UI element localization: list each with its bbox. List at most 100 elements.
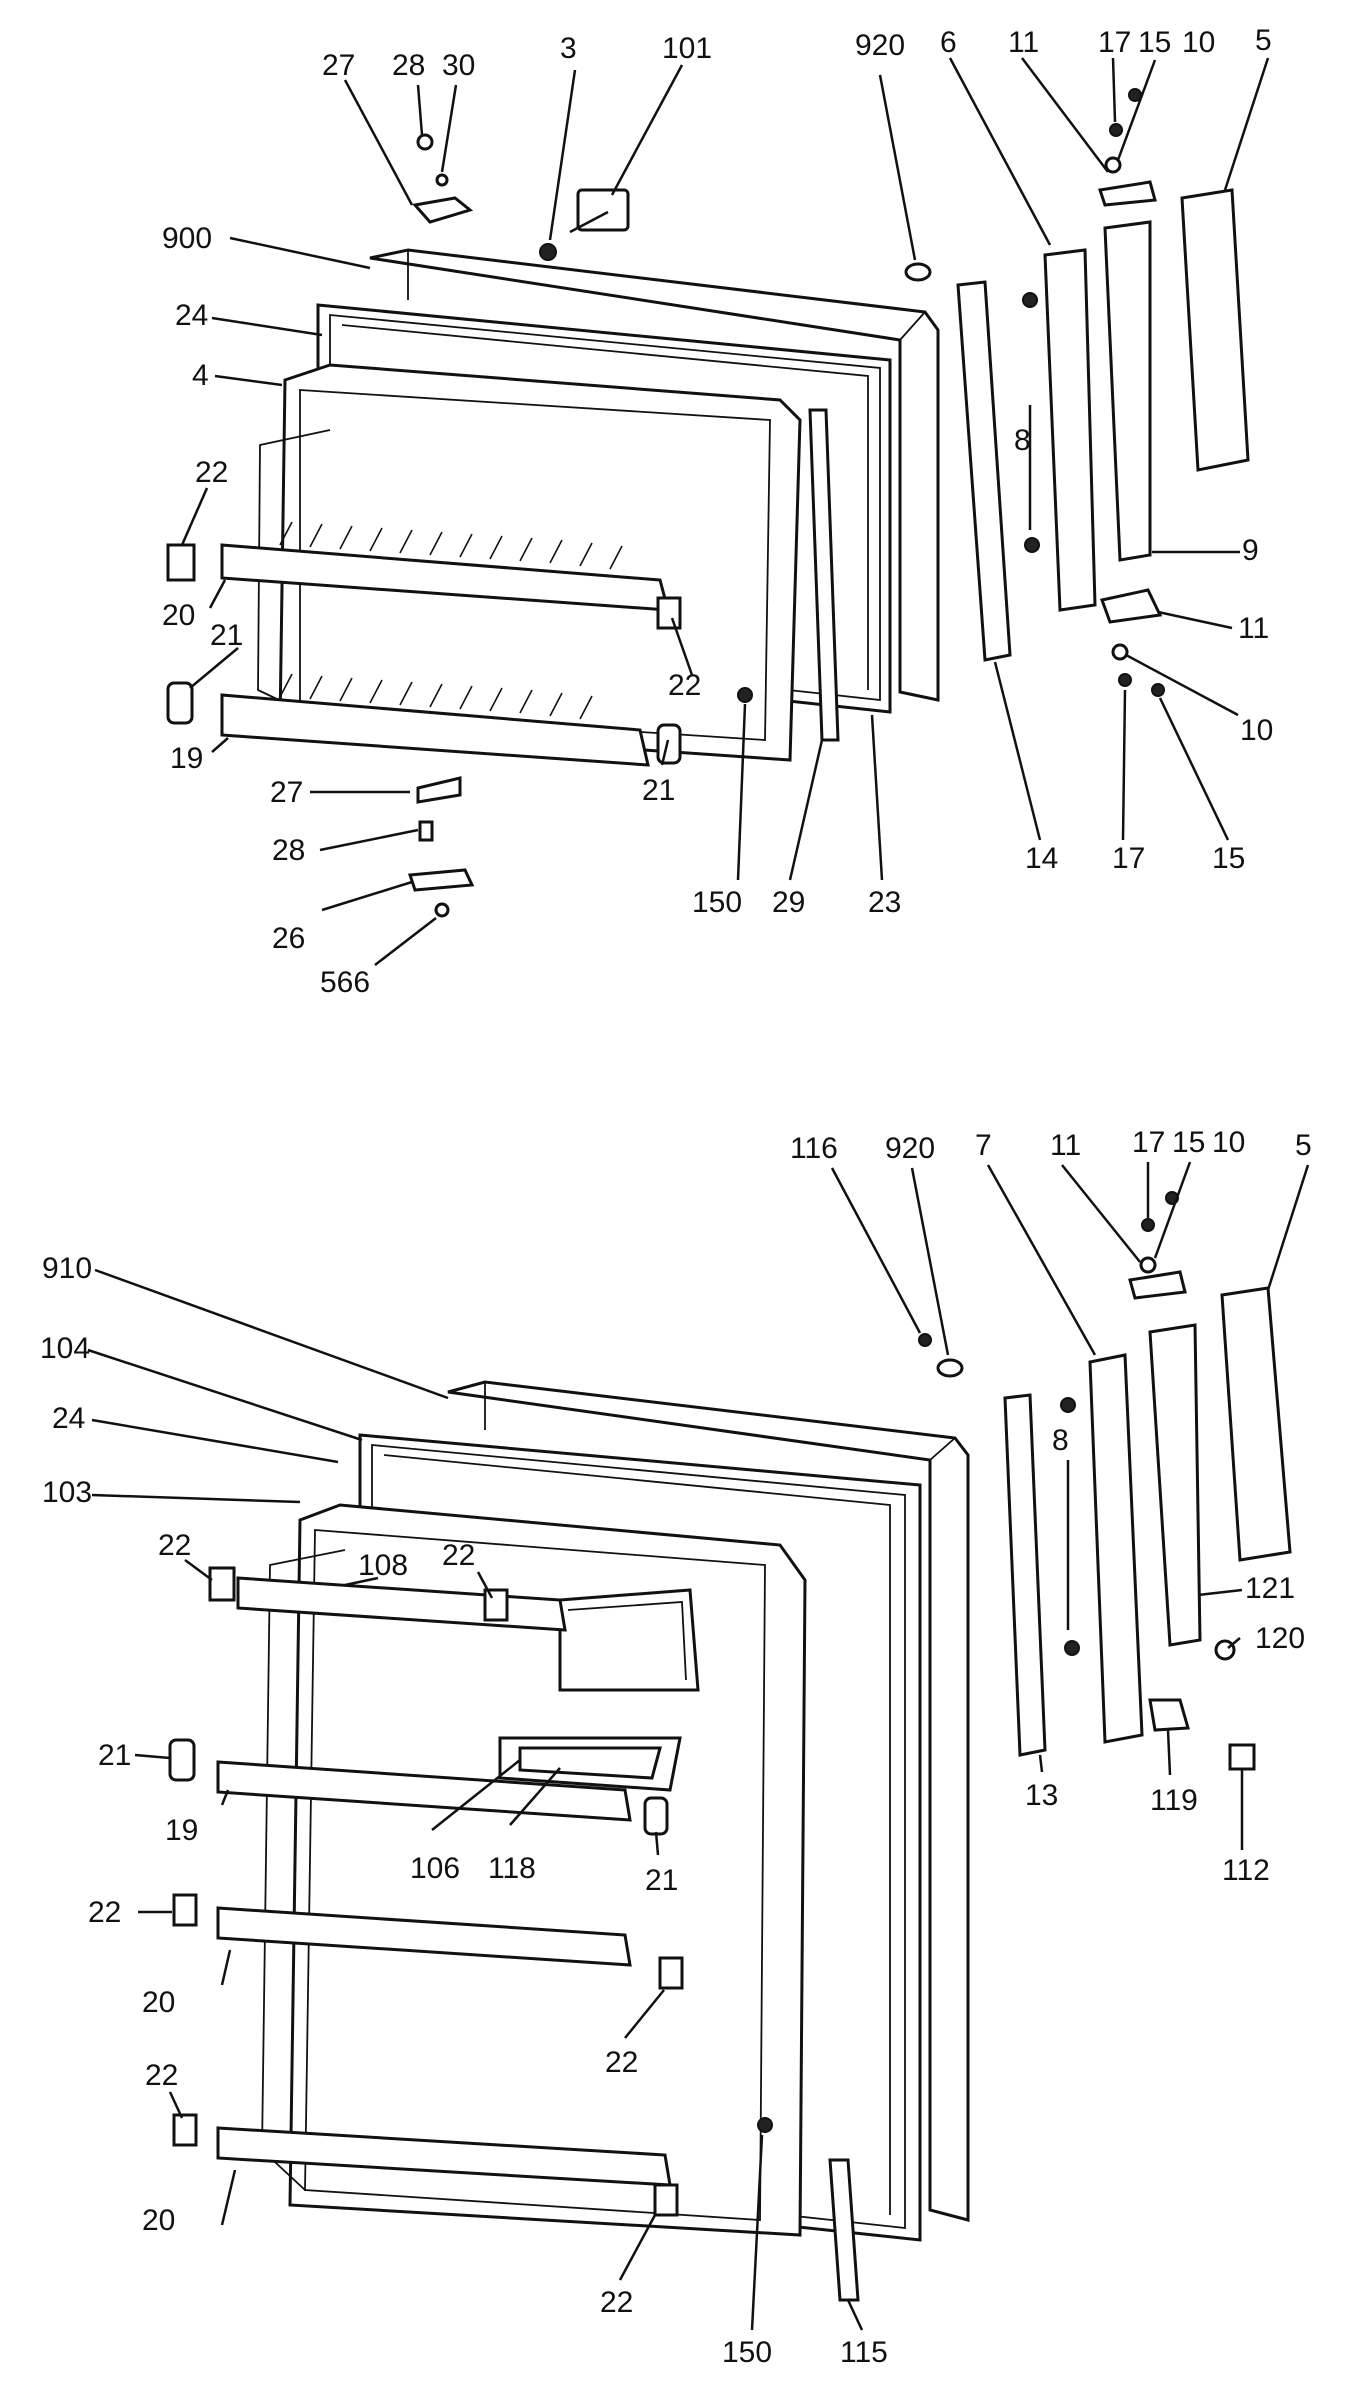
shim-screw bbox=[434, 902, 450, 918]
handle-trim-14 bbox=[956, 280, 1012, 662]
callout-label: 920 bbox=[855, 29, 905, 62]
bracket-22-d bbox=[658, 1956, 684, 1990]
handle-trim-13 bbox=[1003, 1393, 1047, 1757]
callout-label: 26 bbox=[272, 922, 305, 955]
plug-button bbox=[904, 262, 932, 282]
lower-door-labels: 116 920 7 11 17 15 10 5 910 104 24 103 2… bbox=[40, 1126, 1312, 2369]
callout-label: 118 bbox=[488, 1852, 536, 1885]
screw-116 bbox=[918, 1333, 932, 1347]
shelf-clip-left bbox=[166, 681, 194, 725]
hinge-shim bbox=[407, 868, 475, 892]
callout-label: 108 bbox=[358, 1549, 408, 1582]
clip-21-left bbox=[168, 1738, 196, 1782]
callout-label: 28 bbox=[272, 834, 305, 867]
callout-label: 6 bbox=[940, 26, 957, 59]
callout-label: 910 bbox=[42, 1252, 92, 1285]
butter-tray-118 bbox=[518, 1746, 662, 1780]
clip-21-right bbox=[643, 1796, 669, 1836]
handle-mount-6 bbox=[1043, 248, 1097, 612]
handle-cap-9 bbox=[1103, 220, 1152, 562]
shelf-clip-right bbox=[656, 723, 682, 765]
callout-label: 4 bbox=[192, 359, 209, 392]
callout-label: 22 bbox=[600, 2286, 633, 2319]
callout-label: 17 bbox=[1098, 26, 1131, 59]
callout-label: 120 bbox=[1255, 1622, 1305, 1655]
washer-lower-top bbox=[1139, 1256, 1157, 1274]
callout-label: 101 bbox=[662, 32, 712, 65]
washer-top bbox=[1104, 156, 1122, 174]
callout-label: 121 bbox=[1245, 1572, 1295, 1605]
callout-label: 21 bbox=[645, 1864, 678, 1897]
top-hinge bbox=[412, 196, 474, 224]
bottom-hinge bbox=[416, 776, 462, 804]
callout-label: 24 bbox=[175, 299, 208, 332]
callout-label: 23 bbox=[868, 886, 901, 919]
callout-label: 29 bbox=[772, 886, 805, 919]
callout-label: 119 bbox=[1150, 1784, 1198, 1817]
callout-label: 115 bbox=[840, 2336, 888, 2369]
handle-screw-lower-upper bbox=[1060, 1397, 1076, 1413]
door-breaker-strip bbox=[808, 408, 840, 742]
callout-label: 22 bbox=[605, 2046, 638, 2079]
callout-label: 15 bbox=[1138, 26, 1171, 59]
door-stop bbox=[539, 243, 557, 261]
callout-label: 11 bbox=[1238, 612, 1269, 645]
callout-label: 19 bbox=[170, 742, 203, 775]
callout-label: 22 bbox=[88, 1896, 121, 1929]
callout-label: 24 bbox=[52, 1402, 85, 1435]
liner-screw bbox=[737, 687, 753, 703]
shelf-108 bbox=[236, 1576, 567, 1632]
screw-15-bottom bbox=[1151, 683, 1165, 697]
handle-screw-upper bbox=[1022, 292, 1038, 308]
callout-label: 11 bbox=[1008, 26, 1039, 59]
bottom-hinge-pin bbox=[418, 820, 434, 842]
callout-label: 22 bbox=[158, 1529, 191, 1562]
callout-label: 150 bbox=[722, 2336, 772, 2369]
callout-label: 900 bbox=[162, 222, 212, 255]
handle-screw-lower-lower bbox=[1064, 1640, 1080, 1656]
upper-door-labels: 27 28 30 3 101 920 6 11 17 15 10 5 900 2… bbox=[162, 24, 1273, 999]
bracket-22-a bbox=[208, 1566, 236, 1602]
handle-end-cap-top bbox=[1098, 180, 1157, 207]
bracket-22-f bbox=[653, 2183, 679, 2217]
shelf-20-middle bbox=[216, 1906, 632, 1967]
callout-label: 13 bbox=[1025, 1779, 1058, 1812]
callout-label: 22 bbox=[195, 456, 228, 489]
callout-label: 5 bbox=[1255, 24, 1272, 57]
callout-label: 103 bbox=[42, 1476, 92, 1509]
callout-label: 17 bbox=[1112, 842, 1145, 875]
screw-17-top bbox=[1109, 123, 1123, 137]
upper-door-assembly bbox=[166, 88, 1250, 918]
callout-label: 7 bbox=[975, 1129, 992, 1162]
callout-label: 28 bbox=[392, 49, 425, 82]
callout-label: 566 bbox=[320, 966, 370, 999]
callout-label: 106 bbox=[410, 1852, 460, 1885]
handle-end-cap-lower-bottom bbox=[1148, 1698, 1190, 1732]
outer-door-panel bbox=[369, 248, 940, 702]
handle-cap-121 bbox=[1148, 1323, 1202, 1647]
callout-label: 15 bbox=[1172, 1126, 1205, 1159]
callout-label: 22 bbox=[442, 1539, 475, 1572]
outer-door-panel-lower bbox=[447, 1380, 970, 2222]
leader-lines bbox=[87, 57, 1310, 2331]
dairy-compartment bbox=[558, 1588, 700, 1692]
callout-label: 17 bbox=[1132, 1126, 1165, 1159]
callout-label: 21 bbox=[642, 774, 675, 807]
bracket-22-e bbox=[172, 2113, 198, 2147]
callout-label: 20 bbox=[142, 2204, 175, 2237]
callout-label: 8 bbox=[1052, 1424, 1069, 1457]
handle-mount-7 bbox=[1088, 1353, 1144, 1744]
hinge-pin bbox=[416, 133, 434, 151]
callout-label: 20 bbox=[162, 599, 195, 632]
part-112 bbox=[1228, 1743, 1256, 1771]
plug-button-lower bbox=[936, 1358, 964, 1378]
callout-label: 27 bbox=[270, 776, 303, 809]
callout-label: 19 bbox=[165, 1814, 198, 1847]
handle-end-cap-bottom bbox=[1100, 588, 1163, 624]
shelf-bracket-left bbox=[166, 543, 196, 582]
callout-label: 10 bbox=[1212, 1126, 1245, 1159]
door-handle bbox=[1180, 188, 1250, 472]
callout-label: 15 bbox=[1212, 842, 1245, 875]
callout-label: 21 bbox=[98, 1739, 131, 1772]
